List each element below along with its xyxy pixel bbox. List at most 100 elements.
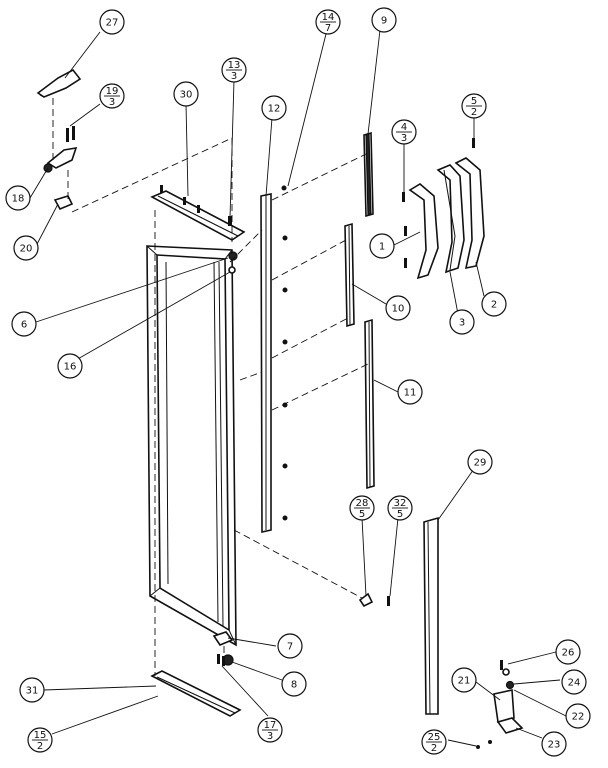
part-door-rail	[260, 185, 288, 533]
callout-part-number: 32	[394, 498, 407, 509]
callout-part-number: 11	[404, 388, 417, 399]
callout-labels: 2719318203013312147943521236161011292853…	[5, 7, 591, 757]
callout-quantity: 2	[431, 743, 437, 754]
callout-part-number: 24	[568, 678, 581, 689]
callout-circle	[261, 95, 287, 121]
callout-circle	[541, 731, 567, 757]
callout-quantity: 5	[359, 509, 365, 520]
callout-8: 8	[281, 671, 307, 697]
callout-quantity: 3	[267, 731, 273, 742]
callout-27: 27	[99, 9, 125, 35]
callout-circle	[371, 7, 397, 33]
callout-quantity: 7	[325, 23, 331, 34]
callout-part-number: 21	[458, 676, 471, 687]
part-bottom-hinge-hardware	[212, 631, 234, 666]
callout-quantity: 3	[109, 97, 115, 108]
callout-part-number: 29	[474, 458, 487, 469]
callout-circle	[451, 667, 477, 693]
callout-part-number: 2	[491, 300, 497, 311]
callout-part-number: 12	[268, 104, 281, 115]
callout-28: 285	[349, 495, 375, 521]
part-handle-assembly	[402, 138, 485, 280]
callout-part-number: 18	[12, 194, 25, 205]
callout-17: 173	[257, 717, 283, 743]
callout-circle	[173, 81, 199, 107]
callout-21: 21	[451, 667, 477, 693]
callout-quantity: 3	[401, 133, 407, 144]
callout-7: 7	[277, 633, 303, 659]
callout-quantity: 2	[471, 107, 477, 118]
part-long-trim	[423, 516, 439, 715]
callout-part-number: 16	[64, 362, 77, 373]
callout-31: 31	[19, 677, 45, 703]
callout-circle	[5, 185, 31, 211]
callout-5: 52	[461, 93, 487, 119]
part-lower-trim-strip	[364, 318, 375, 490]
callout-30: 30	[173, 81, 199, 107]
callout-10: 10	[385, 295, 411, 321]
part-upper-trim-strip	[363, 131, 374, 218]
callout-circle	[481, 291, 507, 317]
callout-part-number: 15	[34, 730, 47, 741]
callout-part-number: 14	[322, 12, 335, 23]
callout-16: 16	[57, 353, 83, 379]
callout-25: 252	[421, 729, 447, 755]
callout-part-number: 13	[228, 60, 241, 71]
callout-part-number: 31	[26, 686, 39, 697]
callout-circle	[369, 233, 395, 259]
part-frame-fasteners	[228, 216, 238, 274]
callout-circle	[561, 669, 587, 695]
callout-23: 23	[541, 731, 567, 757]
callout-part-number: 19	[106, 86, 119, 97]
callout-circle	[555, 639, 581, 665]
callout-19: 193	[99, 83, 125, 109]
callout-part-number: 3	[459, 318, 465, 329]
callout-part-number: 27	[106, 18, 119, 29]
callout-part-number: 8	[291, 680, 297, 691]
callout-circle	[13, 235, 39, 261]
callout-part-number: 5	[471, 96, 477, 107]
callout-1: 1	[369, 233, 395, 259]
callout-2: 2	[481, 291, 507, 317]
callout-part-number: 10	[392, 304, 405, 315]
part-middle-trim-strip	[344, 222, 355, 328]
callout-part-number: 28	[356, 498, 369, 509]
callout-circle	[565, 703, 591, 729]
callout-part-number: 4	[401, 122, 407, 133]
callout-circle	[385, 295, 411, 321]
callout-circle	[57, 353, 83, 379]
callout-24: 24	[561, 669, 587, 695]
callout-3: 3	[449, 309, 475, 335]
part-lower-screws	[358, 592, 390, 608]
part-door-frame	[146, 245, 237, 647]
callout-part-number: 25	[428, 732, 441, 743]
callout-part-number: 9	[381, 16, 387, 27]
part-top-door-cap	[150, 185, 246, 241]
callout-quantity: 3	[231, 71, 237, 82]
callout-part-number: 22	[572, 712, 585, 723]
callout-part-number: 26	[562, 648, 575, 659]
callout-32: 325	[387, 495, 413, 521]
callout-4: 43	[391, 119, 417, 145]
callout-circle	[19, 677, 45, 703]
callout-part-number: 7	[287, 642, 293, 653]
callout-29: 29	[467, 449, 493, 475]
callout-circle	[99, 9, 125, 35]
callout-20: 20	[13, 235, 39, 261]
callout-circle	[281, 671, 307, 697]
callout-quantity: 2	[37, 741, 43, 752]
callout-circle	[449, 309, 475, 335]
part-lower-hinge-assembly	[476, 660, 524, 749]
callout-14: 147	[315, 9, 341, 35]
callout-circle	[11, 311, 37, 337]
callout-part-number: 6	[21, 320, 27, 331]
callout-part-number: 20	[20, 244, 33, 255]
callout-15: 152	[27, 727, 53, 753]
callout-part-number: 30	[180, 90, 193, 101]
callout-circle	[397, 379, 423, 405]
part-hinge-bushing	[53, 195, 74, 211]
callout-part-number: 1	[379, 242, 385, 253]
leader-lines	[29, 29, 567, 747]
part-top-hinge	[43, 126, 78, 173]
